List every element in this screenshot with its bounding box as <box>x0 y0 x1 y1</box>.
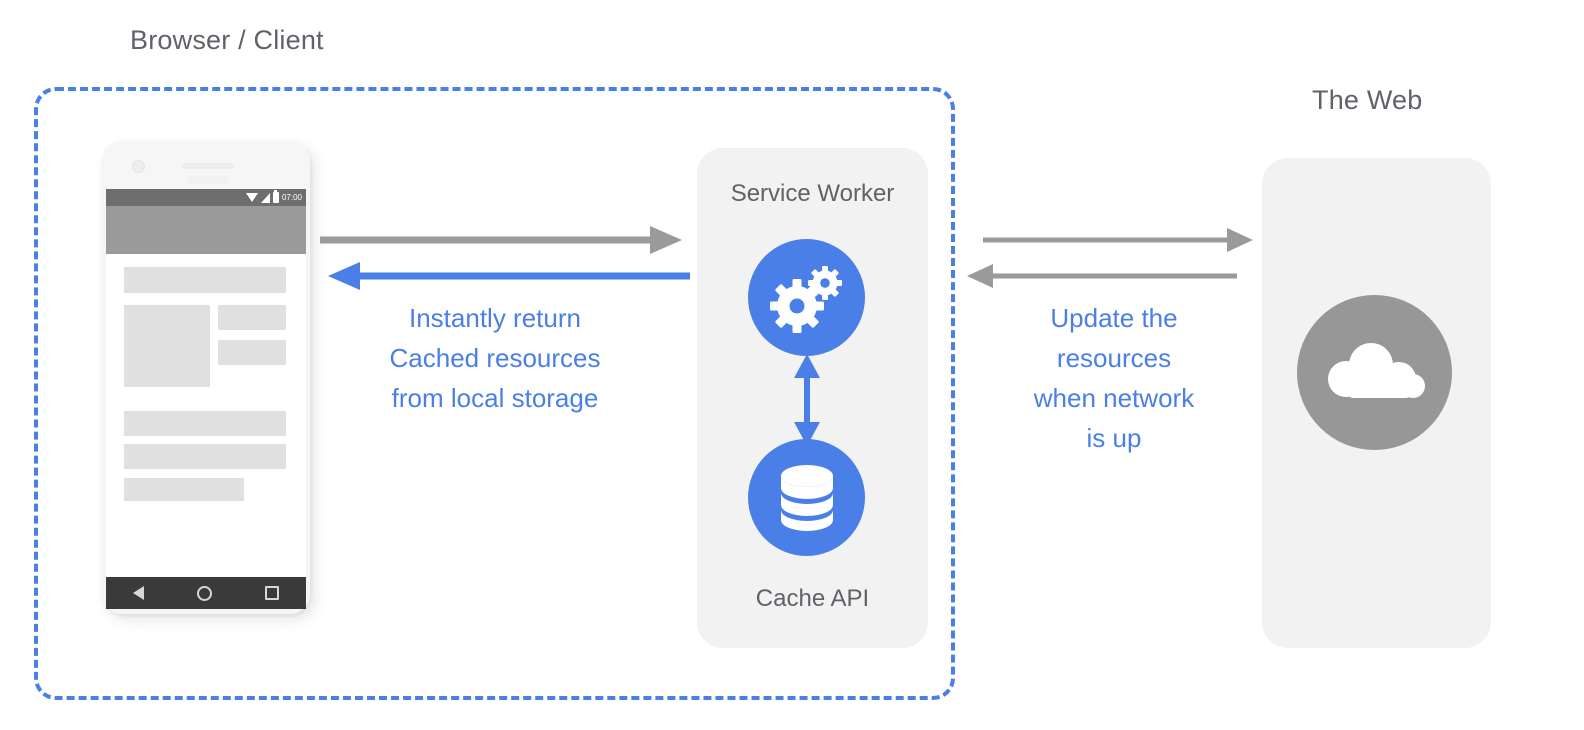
wireframe-block <box>124 478 244 501</box>
browser-client-label: Browser / Client <box>130 25 324 55</box>
cloud-icon <box>1297 295 1452 450</box>
wireframe-block <box>218 305 286 330</box>
wireframe-block <box>124 305 210 387</box>
arrow-web-to-serviceworker <box>967 264 1237 288</box>
service-worker-title: Service Worker <box>730 180 895 207</box>
phone-screen: 07:00 <box>106 189 306 577</box>
phone-app-bar <box>106 206 306 254</box>
network-update-note: Update the resources when network is up <box>1033 303 1195 453</box>
database-icon <box>748 439 865 556</box>
wireframe-block <box>124 267 286 293</box>
phone-status-bar: 07:00 <box>106 189 306 206</box>
wireframe-block <box>218 340 286 365</box>
serviceworker-cache-arrow <box>794 354 820 446</box>
wireframe-block <box>124 411 286 436</box>
recents-icon[interactable] <box>265 586 280 600</box>
arrow-client-to-serviceworker <box>320 226 682 254</box>
arrow-serviceworker-to-web <box>983 228 1253 252</box>
service-worker-panel: Service Worker <box>697 148 928 648</box>
phone-navigation-bar <box>106 577 306 609</box>
the-web-label: The Web <box>1312 85 1423 115</box>
cached-response-note: Instantly return Cached resources from l… <box>389 303 601 413</box>
phone-brand-mark <box>188 176 228 184</box>
browser-client-boundary <box>34 87 955 700</box>
signal-icon <box>260 192 270 203</box>
client-serviceworker-arrows <box>320 226 690 290</box>
phone-speaker-grill <box>182 163 234 169</box>
cache-api-title: Cache API <box>755 585 870 612</box>
serviceworker-web-arrows <box>967 228 1253 288</box>
arrow-serviceworker-to-client <box>328 262 690 290</box>
back-icon[interactable] <box>132 586 144 600</box>
home-icon[interactable] <box>196 585 212 601</box>
status-bar-time: 07:00 <box>281 192 302 202</box>
phone-wireframe-content <box>106 254 306 577</box>
battery-icon <box>272 190 279 203</box>
gears-icon <box>748 239 865 356</box>
wireframe-block <box>124 444 286 469</box>
phone-camera-icon <box>132 160 145 173</box>
phone-mockup: 07:00 <box>102 141 310 614</box>
wifi-icon <box>245 193 258 202</box>
